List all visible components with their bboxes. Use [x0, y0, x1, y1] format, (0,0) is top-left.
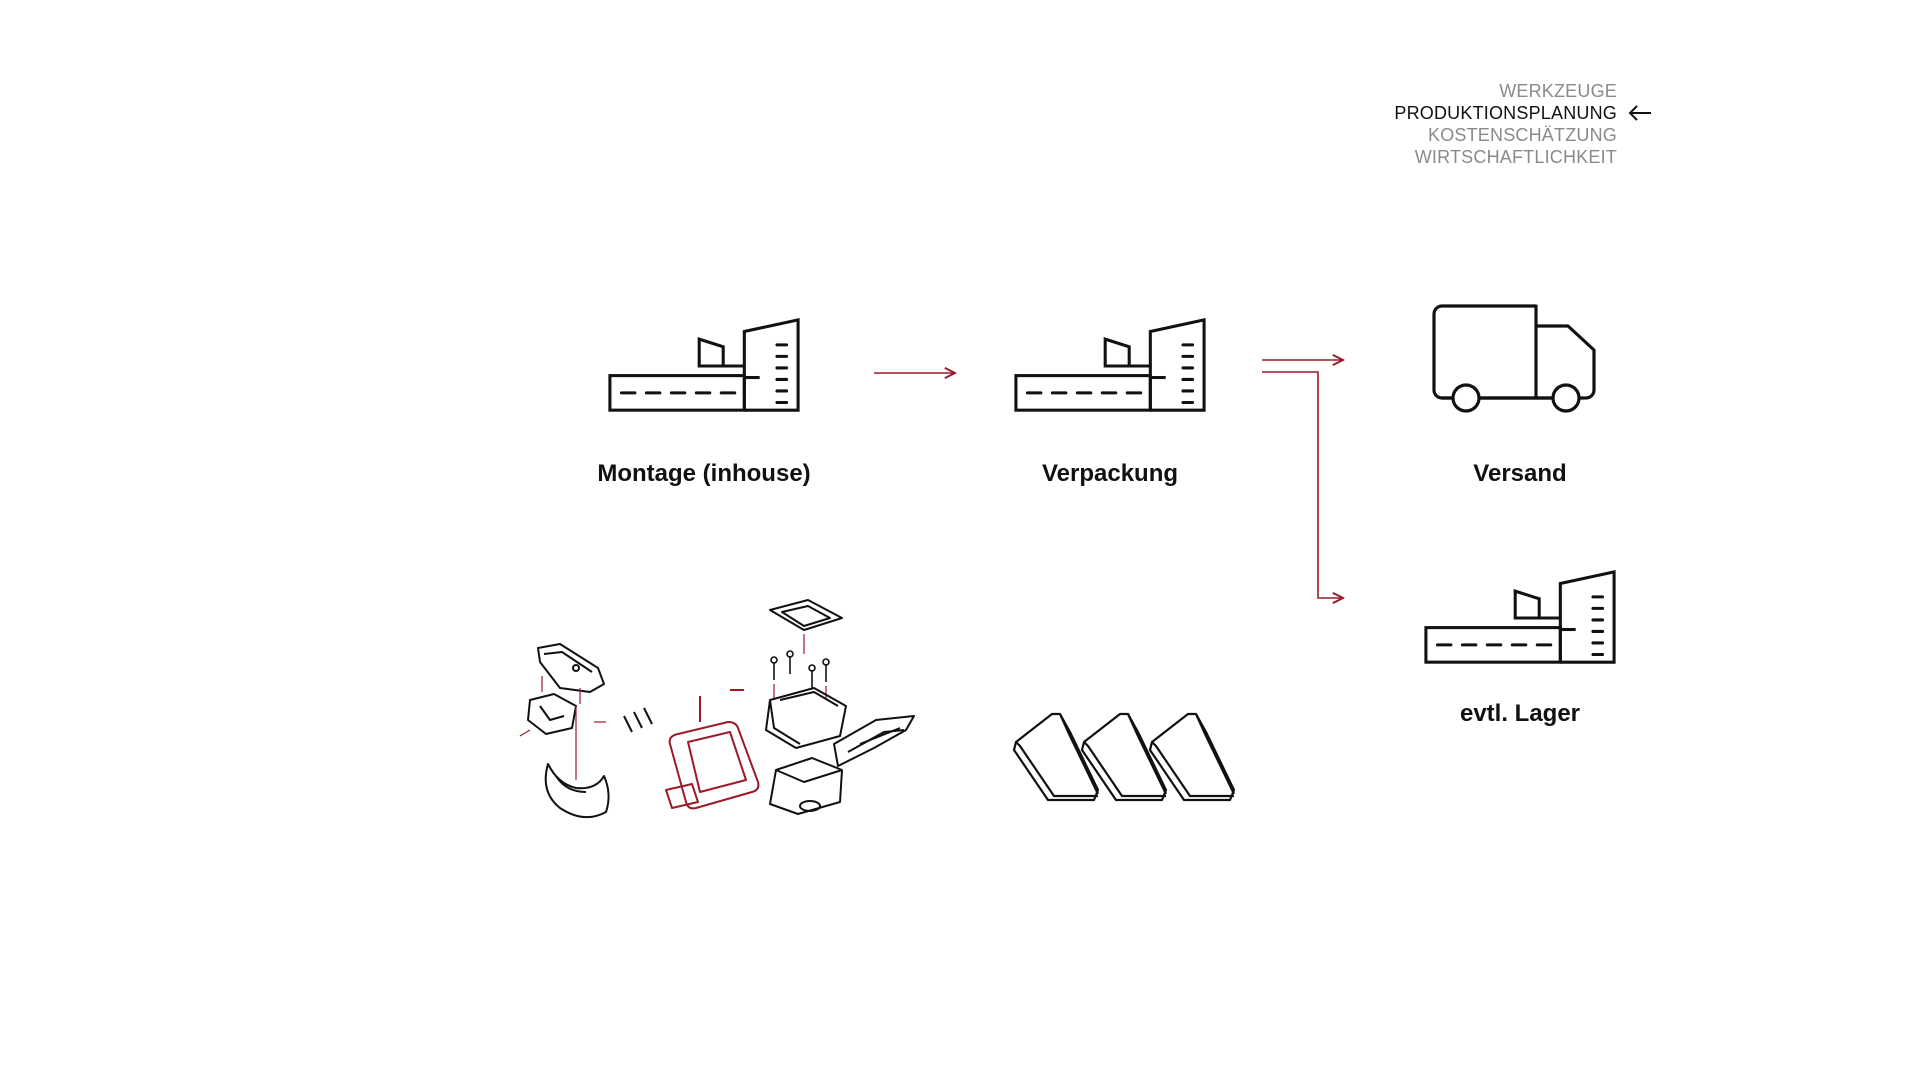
nav-item-produktionsplanung[interactable]: PRODUKTIONSPLANUNG: [1394, 103, 1617, 123]
exploded-assembly-illustration: [519, 599, 915, 819]
step-label-versand: Versand: [1473, 460, 1567, 487]
section-nav: WERKZEUGE PRODUKTIONSPLANUNG KOSTENSCHÄT…: [1394, 80, 1651, 168]
flow-arrow-verpackung-lager: [1262, 371, 1343, 598]
nav-item-werkzeuge[interactable]: WERKZEUGE: [1499, 81, 1617, 101]
packaged-products-illustration: [1012, 712, 1236, 802]
truck-icon: [1432, 304, 1596, 413]
nav-item-kostenschaetzung[interactable]: KOSTENSCHÄTZUNG: [1427, 125, 1617, 145]
nav-item-wirtschaftlichkeit[interactable]: WIRTSCHAFTLICHKEIT: [1414, 147, 1617, 167]
step-label-montage: Montage (inhouse): [597, 460, 811, 487]
step-label-verpackung: Verpackung: [1041, 460, 1179, 487]
factory-icon: [1014, 318, 1206, 412]
step-label-lager: evtl. Lager: [1459, 700, 1581, 727]
arrow-left-icon: [1628, 105, 1651, 121]
factory-icon: [608, 318, 800, 412]
factory-icon: [1424, 570, 1616, 664]
